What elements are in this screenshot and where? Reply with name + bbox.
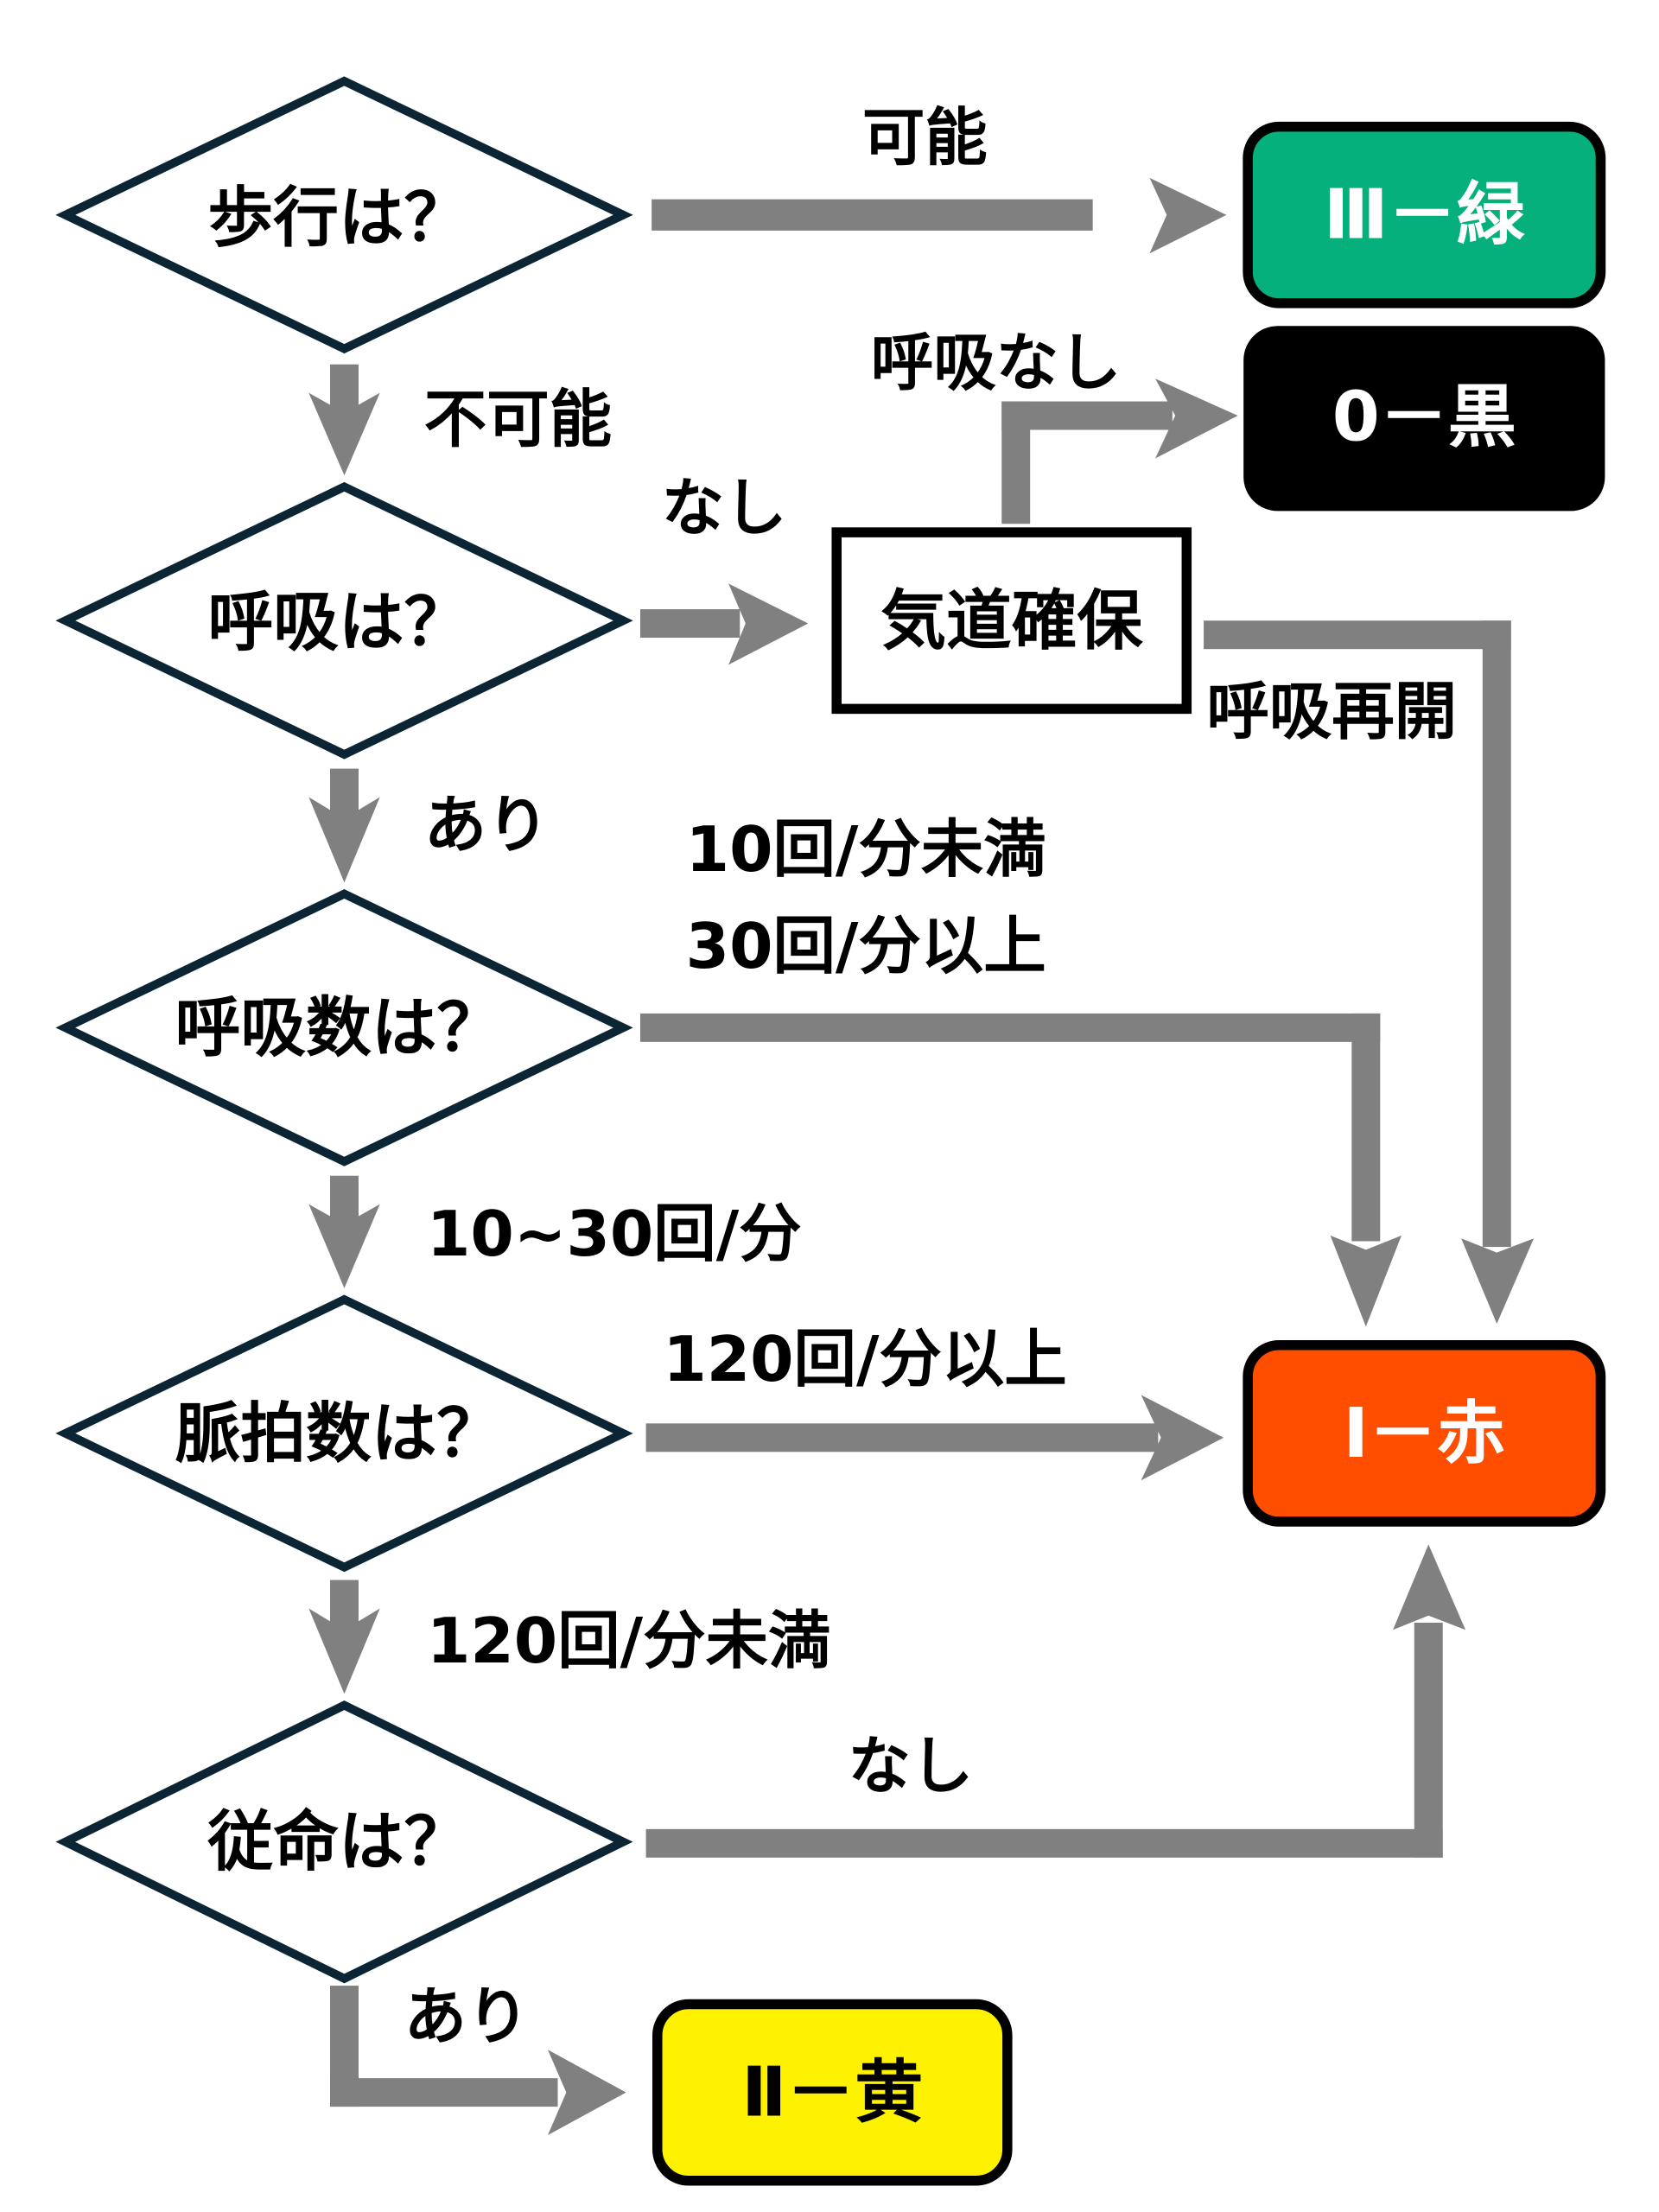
arrow-breathing-to-rate bbox=[308, 768, 380, 883]
edge-label-rate-low: 10回/分未満 bbox=[686, 814, 1046, 887]
decision-resp-rate: 呼吸数は？ bbox=[55, 889, 633, 1166]
decision-walk: 歩行は？ bbox=[55, 76, 633, 354]
connectors bbox=[308, 177, 1535, 2136]
edge-labels: 可能 不可能 呼吸なし なし 呼吸再開 あり 10回/分未満 30回/分以上 1… bbox=[404, 102, 1457, 2054]
arrow-pulse-to-red bbox=[645, 1395, 1224, 1481]
result-yellow: Ⅱ－黄 bbox=[652, 1999, 1013, 2186]
decision-pulse-label: 脈拍数は？ bbox=[175, 1395, 503, 1471]
arrow-breathing-to-airway bbox=[639, 583, 809, 665]
edge-label-rate-normal: 10~30回/分 bbox=[427, 1198, 802, 1271]
arrow-rate-to-pulse bbox=[308, 1175, 380, 1288]
decision-breathing: 呼吸は？ bbox=[55, 481, 633, 760]
edge-label-breath-present: あり bbox=[424, 790, 550, 862]
result-green: Ⅲ－緑 bbox=[1243, 121, 1606, 308]
edge-label-walk-no: 不可能 bbox=[424, 385, 612, 457]
edge-label-pulse-normal: 120回/分未満 bbox=[427, 1605, 830, 1678]
edge-label-command-none: なし bbox=[848, 1731, 973, 1803]
arrow-airway-to-red bbox=[1204, 620, 1535, 1325]
result-green-label: Ⅲ－緑 bbox=[1324, 175, 1526, 255]
arrow-walk-to-breathing bbox=[308, 364, 380, 476]
edge-label-walk-yes: 可能 bbox=[862, 102, 988, 175]
result-red: Ⅰ－赤 bbox=[1243, 1339, 1606, 1527]
decision-command: 従命は？ bbox=[55, 1700, 633, 1984]
decision-resp-rate-label: 呼吸数は？ bbox=[175, 989, 503, 1065]
result-yellow-label: Ⅱ－黄 bbox=[741, 2053, 923, 2133]
decision-breathing-label: 呼吸は？ bbox=[207, 584, 469, 660]
process-airway-label: 気道確保 bbox=[880, 582, 1143, 658]
arrow-command-to-yellow bbox=[330, 1986, 626, 2136]
edge-label-breath-resumed: 呼吸再開 bbox=[1206, 676, 1457, 748]
decision-command-label: 従命は？ bbox=[207, 1804, 469, 1880]
edge-label-pulse-high: 120回/分以上 bbox=[663, 1324, 1066, 1396]
process-airway: 気道確保 bbox=[831, 527, 1192, 715]
edge-label-breath-none: なし bbox=[662, 473, 787, 545]
result-black-label: 0－黒 bbox=[1332, 378, 1516, 457]
edge-label-command-yes: あり bbox=[404, 1981, 530, 2054]
edge-label-rate-high: 30回/分以上 bbox=[686, 911, 1046, 983]
arrow-command-to-red bbox=[645, 1544, 1466, 1858]
arrow-airway-to-black bbox=[1001, 378, 1238, 524]
result-black: 0－黒 bbox=[1243, 326, 1605, 512]
decision-pulse: 脈拍数は？ bbox=[55, 1294, 633, 1573]
arrow-pulse-to-command bbox=[308, 1580, 380, 1694]
result-red-label: Ⅰ－赤 bbox=[1344, 1394, 1505, 1473]
edge-label-no-breath-after-airway: 呼吸なし bbox=[871, 327, 1122, 400]
decision-walk-label: 歩行は？ bbox=[207, 180, 469, 256]
arrow-rate-to-red bbox=[639, 1013, 1402, 1327]
arrow-walk-to-green bbox=[652, 177, 1227, 254]
